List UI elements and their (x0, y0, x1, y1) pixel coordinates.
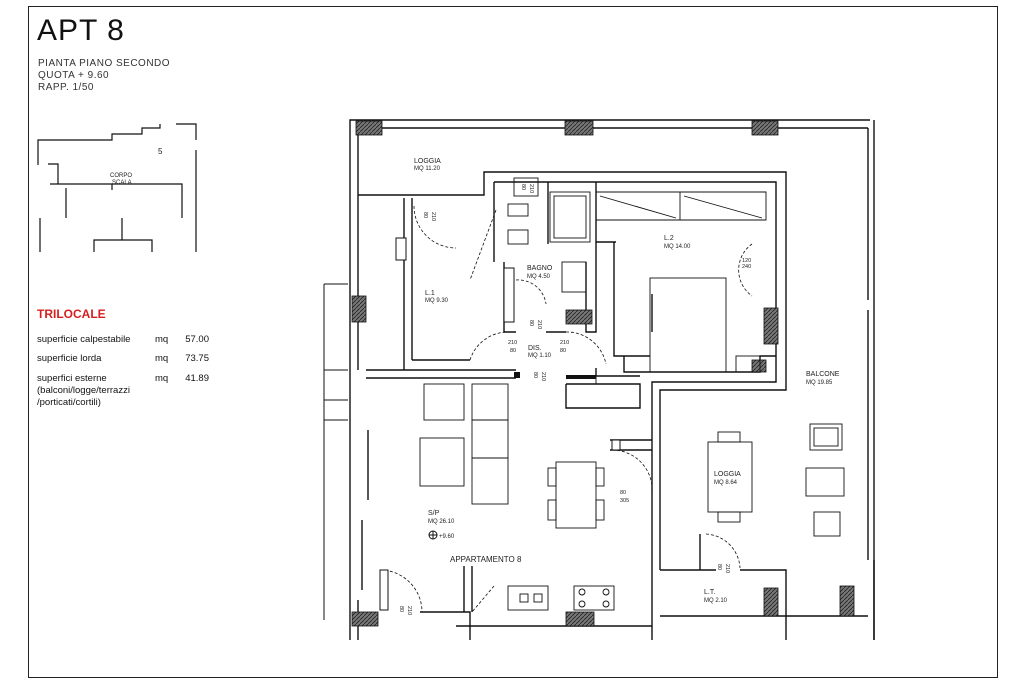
door-width-tag: 80 (398, 606, 404, 612)
unit-type: TRILOCALE (37, 307, 106, 321)
summary-label: superficie lorda (37, 353, 102, 364)
door-width-tag: 80 (560, 348, 566, 354)
door-swings (379, 205, 753, 613)
walls (349, 119, 875, 640)
level-label: +9.60 (439, 534, 455, 540)
summary-unit: mq (155, 373, 169, 384)
door-width-tag: 80 (620, 490, 626, 496)
soggiorno-label: S/P (428, 510, 440, 517)
balcone-label: BALCONE (806, 371, 840, 378)
door-height-tag: 305 (620, 498, 629, 504)
door-height-tag: 240 (742, 264, 751, 270)
summary-note-line: (balconi/logge/terrazzi (37, 385, 130, 396)
door-height-tag: 210 (536, 320, 542, 329)
door-width-tag: 80 (510, 348, 516, 354)
structural-columns (351, 120, 855, 627)
level-marker (428, 530, 438, 540)
balcone-area: MQ 19.85 (806, 380, 833, 386)
summary-unit: mq (155, 334, 169, 345)
bagno-label: BAGNO (527, 265, 553, 272)
summary-value: 57.00 (185, 334, 209, 345)
fixtures (419, 177, 845, 611)
summary-row: superfici esterne mq 41.89 (37, 373, 209, 384)
door-width-tag: 80 (528, 320, 534, 326)
door-height-tag: 210 (430, 212, 436, 221)
door-height-tag: 210 (528, 184, 534, 193)
apartment-label: APPARTAMENTO 8 (450, 555, 522, 564)
drawing-subtitle-level: QUOTA + 9.60 (38, 70, 110, 81)
door-width-tag: 80 (422, 212, 428, 218)
loggia2-label: LOGGIA (714, 471, 741, 478)
summary-unit: mq (155, 353, 169, 364)
door-width-tag: 80 (520, 184, 526, 190)
disimpegno-label: DIS. (528, 345, 542, 352)
lt-label: L.T. (704, 589, 715, 596)
drawing-frame (28, 6, 998, 678)
l2-area: MQ 14.00 (664, 244, 691, 250)
summary-note-line: /porticati/cortili) (37, 397, 101, 408)
summary-label: superfici esterne (37, 373, 107, 384)
apartment-title: APT 8 (37, 14, 125, 47)
door-height-tag: 210 (560, 340, 569, 346)
loggia-label: LOGGIA (414, 158, 441, 165)
soggiorno-area: MQ 26.10 (428, 519, 455, 525)
door-width-tag: 80 (716, 564, 722, 570)
summary-value: 73.75 (185, 353, 209, 364)
door-height-tag: 210 (724, 564, 730, 573)
bagno-area: MQ 4.50 (527, 274, 551, 280)
loggia2-area: MQ 8.64 (714, 480, 738, 486)
door-height-tag: 210 (508, 340, 517, 346)
l2-label: L.2 (664, 235, 674, 242)
summary-row: superficie calpestabile mq 57.00 (37, 334, 209, 345)
door-height-tag: 210 (540, 372, 546, 381)
l1-area: MQ 9.30 (425, 298, 449, 304)
summary-label: superficie calpestabile (37, 334, 131, 345)
loggia-area: MQ 11.20 (414, 166, 441, 172)
door-height-tag: 210 (406, 606, 412, 615)
l1-label: L.1 (425, 290, 435, 297)
disimpegno-area: MQ 1.10 (528, 353, 552, 359)
summary-value: 41.89 (185, 373, 209, 384)
door-width-tag: 120 (742, 258, 751, 264)
lt-area: MQ 2.10 (704, 598, 728, 604)
drawing-subtitle-floor: PIANTA PIANO SECONDO (38, 58, 171, 69)
door-width-tag: 80 (532, 372, 538, 378)
drawing-subtitle-scale: RAPP. 1/50 (38, 82, 94, 93)
summary-row: superficie lorda mq 73.75 (37, 353, 209, 364)
